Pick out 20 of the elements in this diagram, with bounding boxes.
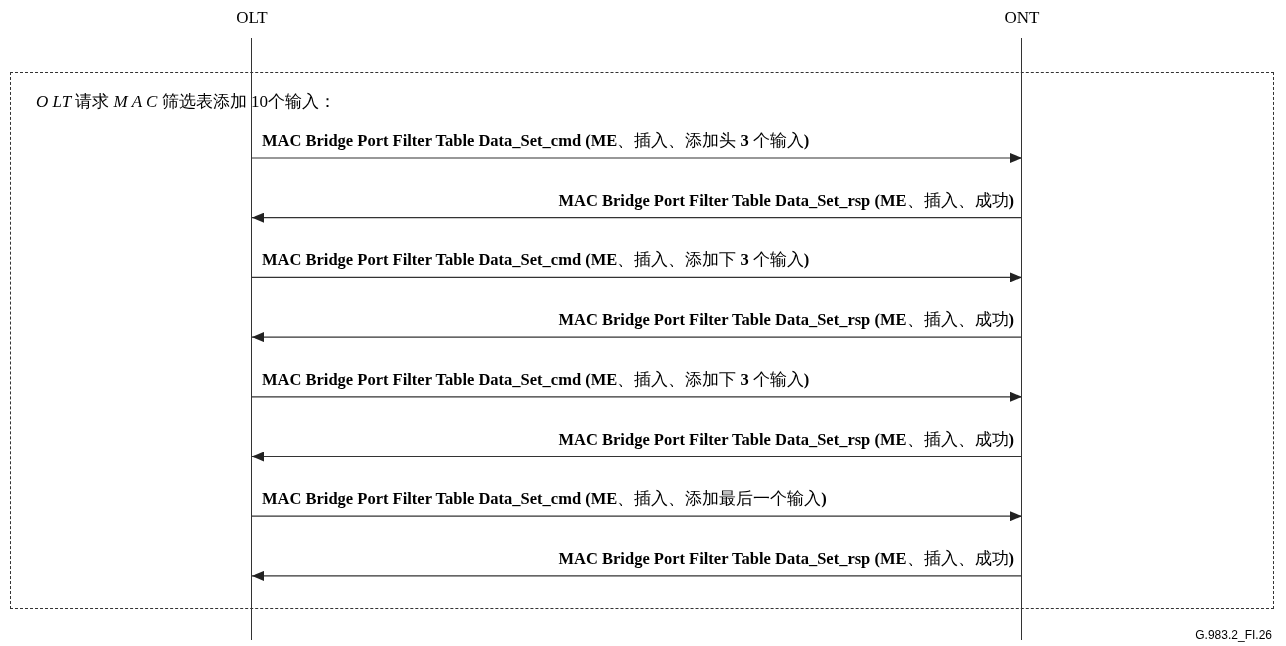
- participant-name: OLT: [235, 8, 269, 28]
- message-label: MAC Bridge Port Filter Table Data_Set_cmd (ME、插入、添加最后一个输入): [262, 488, 827, 511]
- message-arrow: [251, 511, 1023, 522]
- message-arrow: [251, 451, 1023, 462]
- message-arrow: [251, 153, 1023, 163]
- message-label: MAC Bridge Port Filter Table Data_Set_rsp (ME、插入、成功): [558, 547, 1014, 570]
- message-arrow: [251, 332, 1023, 343]
- participant-name: ONT: [1003, 8, 1041, 28]
- message-arrow: [251, 570, 1023, 581]
- figure-number: G.983.2_FI.26: [1195, 628, 1272, 642]
- message-label: MAC Bridge Port Filter Table Data_Set_cmd (ME、插入、添加下 3 个输入): [262, 249, 810, 272]
- message-label: MAC Bridge Port Filter Table Data_Set_cmd (ME、插入、添加头 3 个输入): [262, 130, 810, 152]
- message-arrow: [251, 212, 1023, 223]
- message-arrow: [251, 391, 1023, 402]
- frame-title: O LT 请求 M A C 筛选表添加 10个输入：: [36, 91, 336, 113]
- message-label: MAC Bridge Port Filter Table Data_Set_cmd (ME、插入、添加下 3 个输入): [262, 368, 810, 391]
- message-label: MAC Bridge Port Filter Table Data_Set_rsp (ME、插入、成功): [558, 309, 1014, 332]
- message-arrow: [251, 272, 1023, 283]
- message-label: MAC Bridge Port Filter Table Data_Set_rsp (ME、插入、成功): [558, 189, 1014, 212]
- message-label: MAC Bridge Port Filter Table Data_Set_rsp (ME、插入、成功): [558, 428, 1014, 451]
